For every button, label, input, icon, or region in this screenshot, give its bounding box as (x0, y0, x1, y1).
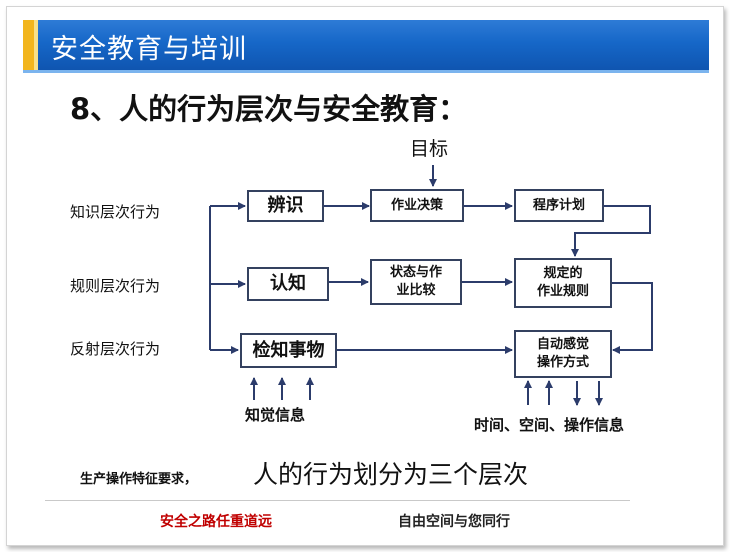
box-detect: 检知事物 (240, 333, 337, 368)
slide-title: 安全教育与培训 (51, 34, 247, 65)
summary-right: 人的行为划分为三个层次 (253, 460, 529, 489)
io-info-label: 时间、空间、操作信息 (474, 416, 625, 434)
box-state-compare: 状态与作 业比较 (370, 259, 462, 305)
box-rules: 规定的 作业规则 (514, 258, 612, 308)
box-identify: 辨识 (247, 190, 324, 222)
footer-slogan-left: 安全之路任重道远 (160, 514, 272, 530)
title-accent-stripe (34, 20, 38, 70)
level-knowledge-label: 知识层次行为 (70, 203, 161, 221)
title-bar: 安全教育与培训 (23, 20, 709, 73)
perception-info-label: 知觉信息 (245, 406, 306, 424)
box-cognition: 认知 (247, 267, 329, 301)
footer-slogan-right: 自由空间与您同行 (398, 514, 510, 530)
level-reflex-label: 反射层次行为 (70, 340, 161, 358)
box-program: 程序计划 (514, 189, 604, 222)
goal-label: 目标 (410, 138, 449, 160)
level-rule-label: 规则层次行为 (70, 277, 161, 295)
rules-to-auto (612, 282, 653, 354)
box-auto: 自动感觉 操作方式 (514, 330, 612, 378)
program-to-rules (571, 205, 651, 257)
footer-divider (45, 500, 630, 501)
title-accent (23, 20, 34, 70)
box-decision: 作业决策 (370, 189, 464, 222)
heading: 8、人的行为层次与安全教育： (70, 92, 468, 126)
summary-left: 生产操作特征要求， (80, 472, 198, 487)
